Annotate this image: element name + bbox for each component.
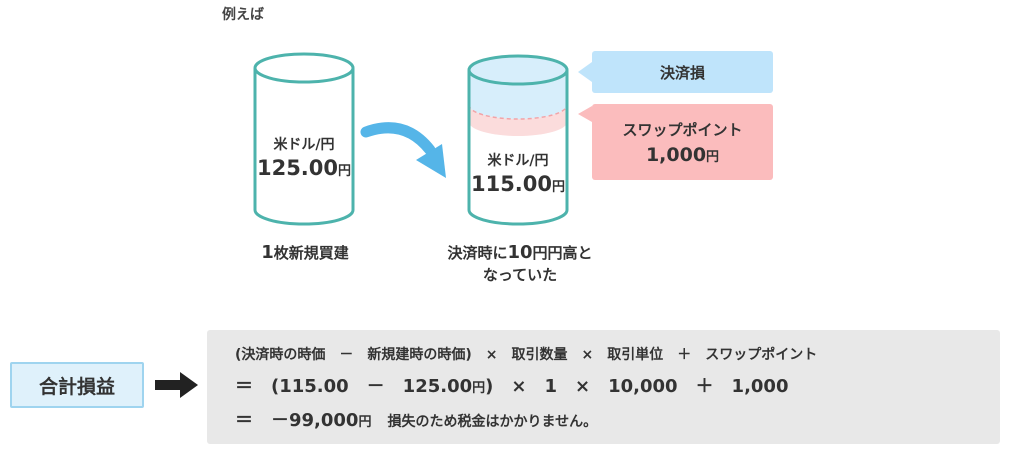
formula-line-2: ＝ (115.00 － 125.00円) × 1 × 10,000 ＋ 1,00… — [235, 376, 789, 397]
total-profit-loss-label: 合計損益 — [10, 362, 144, 408]
loss-callout-pointer — [578, 62, 592, 82]
left-caption: 1枚新規買建 — [261, 242, 349, 263]
left-pair-label: 米ドル/円 — [273, 137, 335, 153]
right-cylinder-text: 米ドル/円 115.00円 — [469, 150, 567, 196]
right-cylinder — [467, 54, 569, 226]
formula-line-1: (決済時の時価 － 新規建時の時価) × 取引数量 × 取引単位 ＋ スワップポ… — [235, 347, 818, 363]
curved-arrow-icon — [360, 122, 446, 178]
left-cylinder-text: 米ドル/円 125.00円 — [255, 134, 353, 180]
right-caption: 決済時に10円円高と なっていた — [447, 242, 593, 284]
right-rate-value: 115.00円 — [470, 172, 566, 196]
right-arrow-icon — [155, 372, 198, 398]
swap-callout-pointer — [578, 106, 592, 122]
right-pair-label: 米ドル/円 — [487, 153, 549, 169]
left-rate-value: 125.00円 — [256, 156, 352, 180]
example-heading: 例えば — [222, 7, 264, 23]
formula-line-3: ＝ －99,000円損失のため税金はかかりません。 — [235, 410, 598, 431]
formula-panel: (決済時の時価 － 新規建時の時価) × 取引数量 × 取引単位 ＋ スワップポ… — [207, 330, 1000, 444]
left-cylinder — [253, 52, 355, 226]
swap-callout: スワップポイント 1,000円 — [592, 104, 773, 180]
loss-callout: 決済損 — [592, 51, 773, 93]
